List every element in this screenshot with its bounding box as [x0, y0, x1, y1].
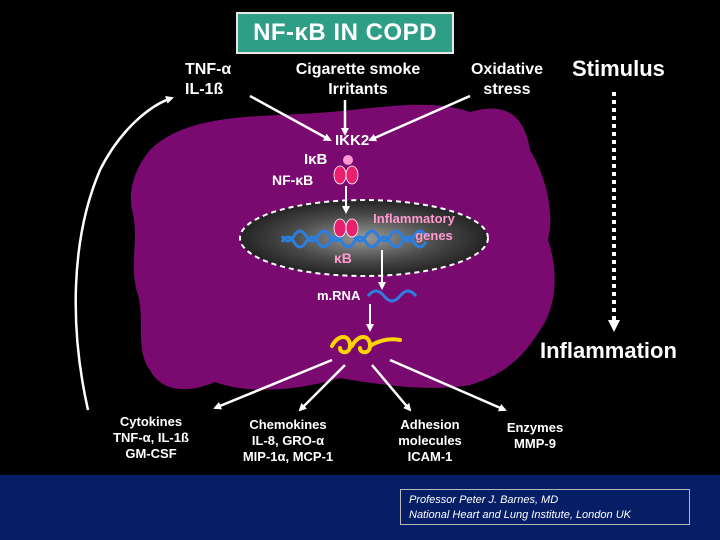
mrna-label: m.RNA	[317, 288, 361, 303]
output-chemokines: Chemokines IL-8, GRO-α MIP-1α, MCP-1	[242, 417, 334, 464]
nfkb-bound-dna	[333, 218, 359, 238]
stimulus-arrows	[249, 94, 471, 142]
cascade-arrows	[342, 186, 386, 332]
output-arrows	[213, 358, 507, 412]
credit-institution: National Heart and Lung Institute, Londo…	[409, 509, 631, 521]
ikk2-label: IKK2	[335, 132, 370, 149]
feedback-loop-arrow	[74, 96, 174, 411]
inflammation-label: Inflammation	[540, 338, 677, 363]
protein-output-icon	[330, 335, 402, 355]
stimulus-oxidative-label: Oxidative stress	[470, 61, 544, 98]
output-cytokines: Cytokines TNF-α, IL-1ß GM-CSF	[113, 414, 189, 461]
credit-box: Professor Peter J. Barnes, MD National H…	[400, 489, 690, 525]
stimulus-arrowhead	[608, 320, 620, 332]
ikb-label: IκB	[304, 151, 328, 168]
mrna-wave	[366, 289, 418, 303]
page-title: NF-κB IN COPD	[253, 19, 437, 46]
ikb-nfkb-complex	[333, 165, 359, 185]
stimulus-cytokines-label: TNF-α IL-1ß	[185, 61, 232, 98]
stimulus-smoke-label: Cigarette smoke Irritants	[295, 61, 421, 98]
stimulus-label: Stimulus	[572, 56, 665, 81]
title-box: NF-κB IN COPD	[236, 12, 454, 54]
phospho-marker	[343, 155, 353, 165]
inflammatory-genes-label: Inflammatory genes	[373, 211, 455, 243]
kb-label: κB	[334, 250, 352, 266]
credit-author: Professor Peter J. Barnes, MD	[409, 494, 559, 506]
output-adhesion: Adhesion molecules ICAM-1	[398, 417, 462, 464]
nfkb-label: NF-κB	[272, 172, 314, 188]
output-enzymes: Enzymes MMP-9	[506, 420, 564, 451]
